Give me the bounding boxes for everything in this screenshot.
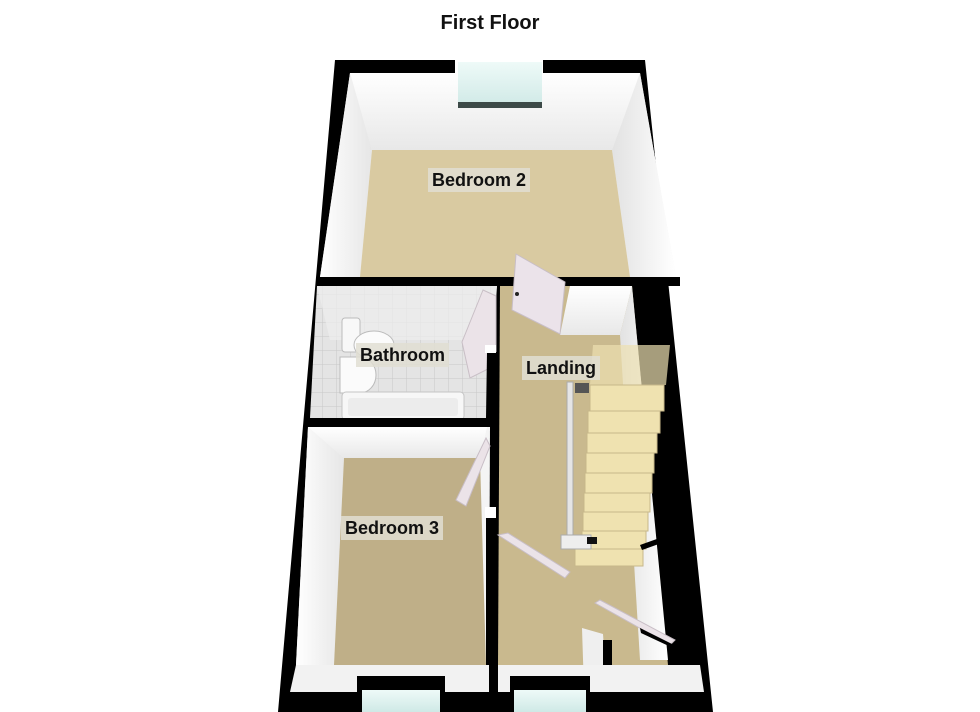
room-label-landing: Landing [522,356,600,380]
room-label-bedroom-3: Bedroom 3 [341,516,444,540]
bedroom-3-room [296,427,491,665]
floor-title: First Floor [440,12,540,34]
room-label-bathroom: Bathroom [356,343,449,367]
staircase [560,345,670,567]
bottom-windows [357,676,590,712]
room-label-bedroom-2: Bedroom 2 [428,168,531,192]
bedroom-2-room [320,62,676,277]
